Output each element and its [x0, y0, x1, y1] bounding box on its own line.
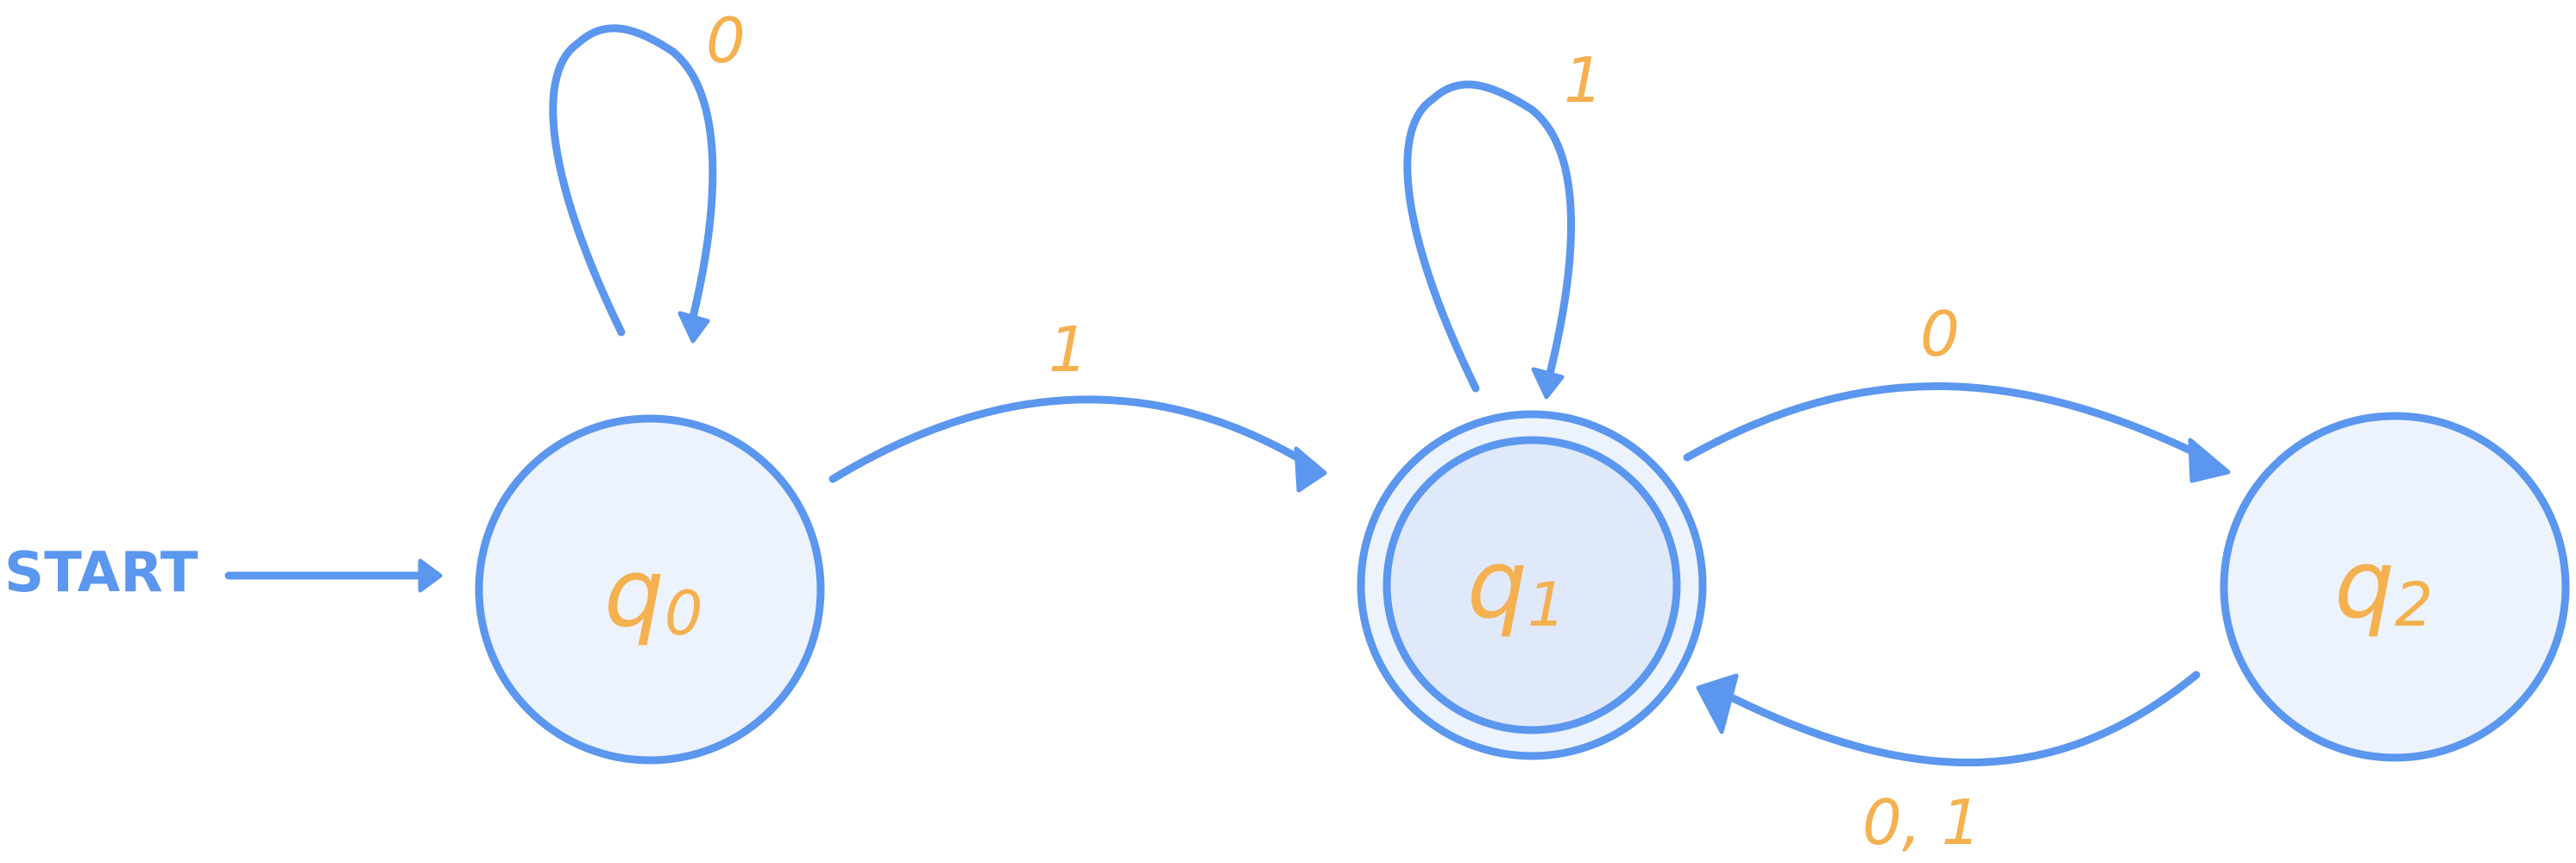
transition-q1-q1-label: 1 [1564, 44, 1603, 117]
arrowhead-q0-q0 [677, 311, 710, 343]
transition-q0-q1 [828, 395, 1316, 483]
transition-q0-q0 [549, 24, 717, 337]
state-q2-label: q2 [2334, 529, 2433, 640]
arrowhead-q2-q1 [1696, 673, 1739, 734]
transition-q0-q0-label: 0 [706, 4, 746, 77]
state-q1[interactable] [1382, 436, 1681, 734]
state-q0-label: q0 [604, 538, 702, 649]
state-q0[interactable] [475, 414, 825, 765]
state-q2[interactable] [2220, 412, 2570, 762]
start-label: START [4, 541, 198, 605]
transition-q2-q1-label: 0, 1 [1862, 786, 1981, 859]
arrowhead-q1-q1 [1531, 367, 1565, 400]
transition-q1-q1 [1403, 80, 1576, 393]
arrowhead-q1-q2 [2188, 438, 2231, 483]
start-arrowhead [418, 558, 443, 593]
transition-q2-q1 [1713, 671, 2201, 767]
transition-q0-q1-label: 1 [1049, 313, 1088, 386]
state-q1-label: q1 [1467, 529, 1565, 640]
transition-q1-q2-label: 0 [1920, 298, 1960, 370]
arrowhead-q0-q1 [1294, 446, 1327, 493]
transition-q1-q2 [1683, 382, 2209, 462]
